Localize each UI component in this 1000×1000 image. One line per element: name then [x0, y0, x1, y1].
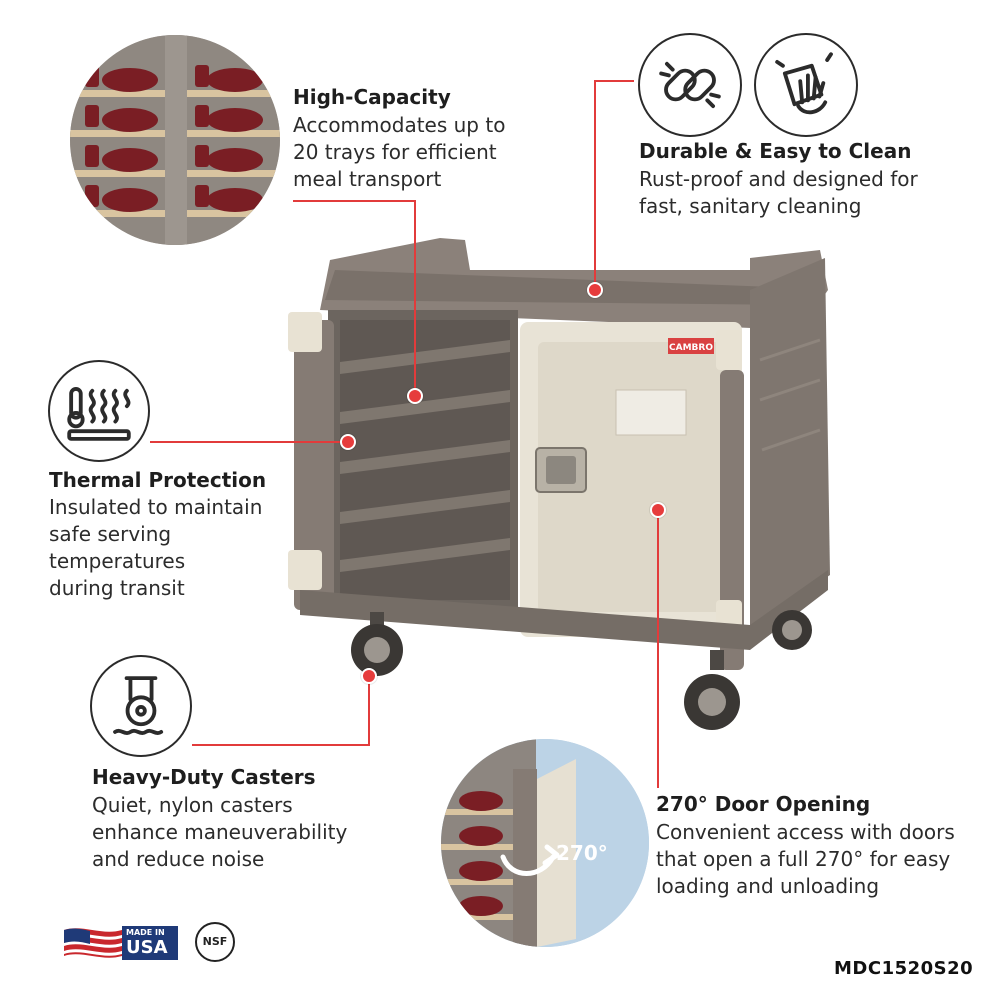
- casters-line-1: Quiet, nylon casters: [92, 793, 293, 817]
- nsf-label: NSF: [202, 935, 228, 948]
- caster-wheel-icon: [90, 655, 192, 757]
- door-title: 270° Door Opening: [656, 792, 871, 816]
- door-connector-v: [657, 510, 659, 788]
- durable-title: Durable & Easy to Clean: [639, 139, 912, 163]
- brand-label: CAMBRO: [669, 343, 713, 353]
- thermal-marker: [340, 434, 356, 450]
- cleaning-hand-icon: [754, 33, 858, 137]
- door-line-1: Convenient access with doors: [656, 820, 955, 844]
- thermal-line-2: safe serving: [49, 522, 172, 546]
- thermal-line-3: temperatures: [49, 549, 186, 573]
- high-capacity-line-1: Accommodates up to: [293, 113, 506, 137]
- made-in-usa-badge: MADE IN USA: [62, 922, 178, 964]
- high-capacity-marker: [407, 388, 423, 404]
- high-capacity-connector-v: [414, 200, 416, 396]
- casters-connector-v: [368, 676, 370, 746]
- durable-line-2: fast, sanitary cleaning: [639, 194, 862, 218]
- high-capacity-line-3: meal transport: [293, 167, 442, 191]
- door-line-3: loading and unloading: [656, 874, 880, 898]
- thermal-line-4: during transit: [49, 576, 185, 600]
- high-capacity-title: High-Capacity: [293, 85, 451, 109]
- chain-link-icon: [638, 33, 742, 137]
- thermal-title: Thermal Protection: [49, 468, 267, 492]
- meal-delivery-cart: CAMBRO: [288, 238, 830, 730]
- durable-connector-v: [594, 80, 596, 288]
- casters-line-2: enhance maneuverability: [92, 820, 348, 844]
- door-line-2: that open a full 270° for easy: [656, 847, 951, 871]
- heat-waves-icon: [48, 360, 150, 462]
- nsf-badge: NSF: [195, 922, 235, 962]
- thermal-line-1: Insulated to maintain: [49, 495, 263, 519]
- casters-marker: [361, 668, 377, 684]
- usa-label: USA: [126, 937, 168, 958]
- durable-line-1: Rust-proof and designed for: [639, 167, 918, 191]
- made-in-label: MADE IN: [126, 928, 165, 937]
- casters-line-3: and reduce noise: [92, 847, 265, 871]
- model-number: MDC1520S20: [834, 958, 974, 979]
- durable-marker: [587, 282, 603, 298]
- door-marker: [650, 502, 666, 518]
- thermal-connector: [150, 441, 346, 443]
- high-capacity-line-2: 20 trays for efficient: [293, 140, 497, 164]
- casters-title: Heavy-Duty Casters: [92, 765, 316, 789]
- door-opening-photo: [441, 739, 649, 947]
- door-inset-label: 270°: [556, 841, 608, 865]
- high-capacity-connector: [293, 200, 415, 202]
- casters-connector: [192, 744, 370, 746]
- trays-photo: [70, 35, 280, 245]
- durable-connector: [594, 80, 634, 82]
